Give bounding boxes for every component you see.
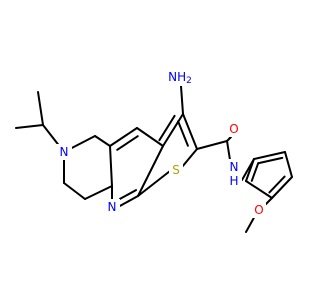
amide-cn-bond bbox=[226, 140, 231, 161]
phenyl-bond-5 bbox=[245, 158, 255, 182]
pyridine-bond-c4a-c4-inner bbox=[116, 135, 139, 151]
pyridine-nitrogen-label: N bbox=[104, 199, 120, 215]
thiophene-bond-c9a-s bbox=[137, 170, 171, 197]
amide-n-text: N bbox=[230, 160, 239, 174]
isopropyl-methyl-bond-1 bbox=[37, 91, 44, 126]
saturated-ring-nitrogen-label: N bbox=[56, 144, 72, 160]
phenyl-bond-3 bbox=[271, 176, 293, 199]
amide-nh-label: N H bbox=[226, 159, 242, 189]
thiophene-bond-c4b-c3-inner bbox=[158, 114, 176, 142]
isopropyl-methyl-bond-2 bbox=[15, 124, 44, 129]
amine-bond bbox=[180, 85, 184, 115]
amide-oxygen-label: O bbox=[227, 121, 241, 137]
phenyl-bond-2 bbox=[284, 151, 293, 178]
thiophene-bond-c4b-c3 bbox=[162, 113, 184, 147]
thiophene-bond-s-c2 bbox=[181, 148, 198, 168]
pyridine-nitrogen-text: N bbox=[108, 200, 117, 214]
ether-oxygen-label: O bbox=[252, 202, 266, 218]
phenyl-bond-1-inner bbox=[257, 156, 284, 165]
pyridine-bond-c4a-c8a bbox=[109, 145, 113, 187]
phenyl-bond-1 bbox=[253, 151, 286, 160]
phenyl-bond-3-inner bbox=[268, 175, 286, 194]
ring-bond-ch2-c8a bbox=[84, 185, 113, 200]
atom-labels-group: NH2 O N H N N S O bbox=[56, 66, 266, 218]
molecule-structure-diagram: NH2 O N H N N S O bbox=[15, 66, 293, 233]
ether-oxygen-text: O bbox=[254, 203, 263, 217]
pyridine-bond-c9a-c4b bbox=[137, 145, 164, 197]
amine-label: NH bbox=[168, 70, 186, 84]
thiophene-bond-c3-c2 bbox=[182, 113, 198, 150]
thiophene-bond-c3-c2-inner bbox=[177, 120, 189, 147]
amide-carbon-bond bbox=[196, 140, 228, 150]
amine-group-label: NH2 bbox=[166, 66, 194, 86]
svg-text:NH2: NH2 bbox=[168, 70, 192, 86]
pyridine-bond-n-c9a bbox=[117, 195, 139, 208]
phenyl-bond-4 bbox=[245, 180, 273, 199]
thiophene-sulfur-label: S bbox=[169, 162, 183, 178]
thiophene-sulfur-text: S bbox=[172, 163, 180, 177]
amine-subscript: 2 bbox=[186, 76, 192, 86]
phenyl-bond-5-inner bbox=[250, 162, 260, 182]
ring-bond-ch2-ch2 bbox=[63, 182, 86, 200]
ring-bond-ch2-c4a bbox=[94, 135, 111, 147]
pyridine-bond-c4a-c4 bbox=[109, 127, 138, 147]
amide-h-text: H bbox=[229, 174, 238, 188]
saturated-ring-nitrogen-text: N bbox=[60, 145, 69, 159]
amide-oxygen-text: O bbox=[229, 122, 238, 136]
pyridine-bond-c4-c4b bbox=[136, 127, 164, 147]
pyridine-bond-n-c9a-inner bbox=[119, 189, 137, 200]
